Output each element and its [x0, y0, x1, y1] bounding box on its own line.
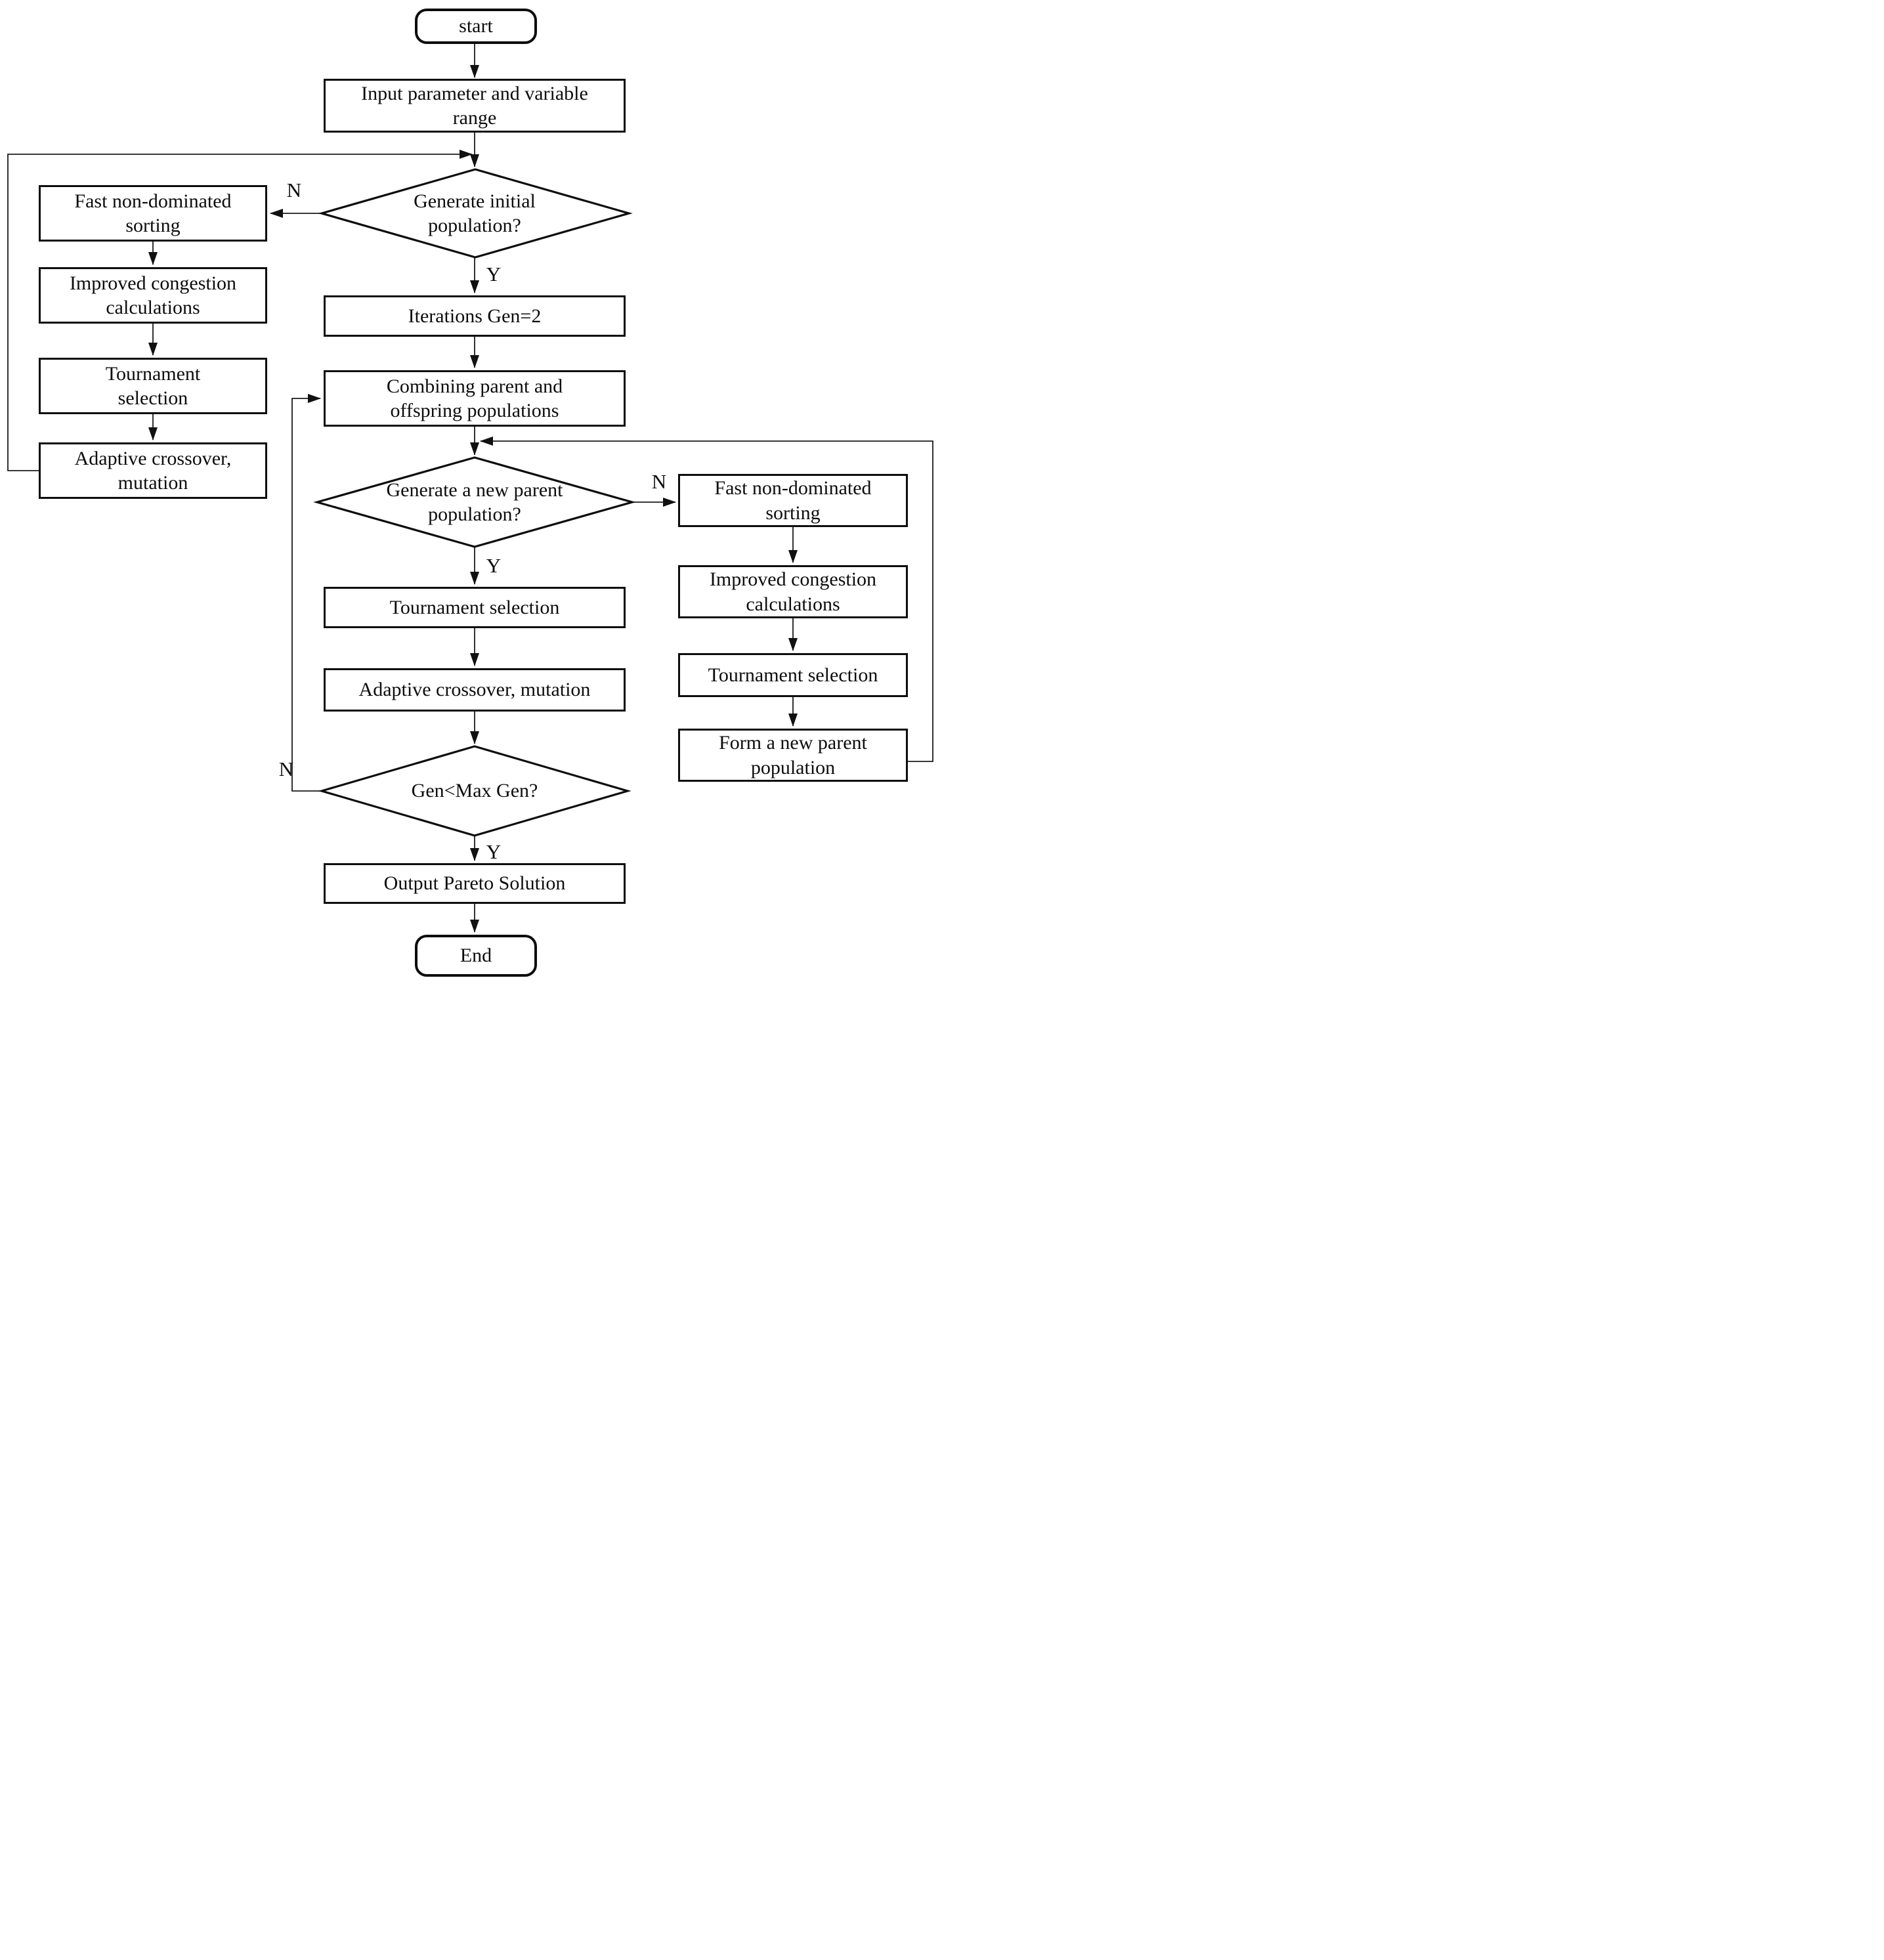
node-combining-populations: Combining parent and offspring populatio… [324, 370, 626, 427]
decision1-no-label: N [286, 179, 302, 202]
node-input-parameters: Input parameter and variable range [324, 79, 626, 133]
node-end-label: End [460, 945, 492, 967]
node-adaptive-crossover-center: Adaptive crossover, mutation [324, 668, 626, 712]
node-fast-sorting-right: Fast non-dominated sorting [678, 474, 908, 527]
edge-feedback-form-parent-to-decision2 [480, 437, 933, 762]
decision2-no-label: N [651, 470, 667, 493]
node-input-label-line2: range [452, 107, 497, 129]
decision2-diamond [313, 456, 636, 548]
node-tournament-right: Tournament selection [678, 653, 908, 697]
node-iterations: Iterations Gen=2 [324, 295, 626, 337]
node-input-label-line1: Input parameter and variable [361, 82, 588, 104]
node-iterations-label: Iterations Gen=2 [408, 305, 542, 327]
node-fast-sorting-left-line2: sorting [125, 215, 181, 236]
decision3-yes-label: Y [486, 840, 502, 863]
node-congestion-left-line2: calculations [106, 297, 200, 318]
node-congestion-left: Improved congestion calculations [39, 267, 267, 324]
decision1-label-line1: Generate initial [414, 190, 536, 212]
node-congestion-right: Improved congestion calculations [678, 565, 908, 618]
decision1-label-line2: population? [428, 215, 521, 236]
node-combining-label-line1: Combining parent and [386, 375, 563, 397]
node-form-new-parent-line2: population [750, 756, 836, 778]
node-congestion-left-line1: Improved congestion [69, 272, 237, 294]
decision1-yes-label: Y [486, 263, 502, 286]
node-tournament-center-label: Tournament selection [389, 596, 560, 618]
node-adaptive-left-line2: mutation [118, 472, 188, 494]
flowchart-wires [7, 44, 933, 933]
decision3-label-line1: Gen<Max Gen? [411, 780, 538, 802]
node-tournament-right-label: Tournament selection [708, 664, 878, 686]
node-output-label: Output Pareto Solution [383, 872, 566, 895]
node-tournament-left-line2: selection [118, 387, 188, 409]
node-fast-sorting-left: Fast non-dominated sorting [39, 185, 267, 242]
edge-feedback-adaptive-left-to-decision1 [7, 150, 473, 471]
node-form-new-parent: Form a new parent population [678, 729, 908, 782]
node-fast-sorting-right-line2: sorting [765, 501, 821, 524]
decision1-label: Generate initial population? [337, 175, 612, 251]
decision2-label: Generate a new parent population? [327, 464, 622, 540]
decision3-label: Gen<Max Gen? [337, 773, 612, 809]
decision3-no-label: N [278, 757, 294, 780]
node-tournament-left: Tournament selection [39, 358, 267, 414]
node-combining-label-line2: offspring populations [390, 400, 559, 421]
flowchart-nodes: start Input parameter and variable range… [0, 0, 942, 980]
node-tournament-left-line1: Tournament [105, 362, 201, 385]
decision2-label-line1: Generate a new parent [386, 479, 563, 501]
node-start: start [415, 9, 537, 44]
decision1-diamond [318, 168, 633, 259]
node-output-pareto: Output Pareto Solution [324, 863, 626, 904]
node-form-new-parent-line1: Form a new parent [719, 732, 867, 754]
node-adaptive-left-line1: Adaptive crossover, [74, 447, 232, 469]
node-start-label: start [459, 15, 493, 37]
edge-decision3-no-to-combining [291, 394, 322, 792]
node-congestion-right-line1: Improved congestion [709, 568, 877, 590]
node-tournament-selection-center: Tournament selection [324, 587, 626, 628]
node-congestion-right-line2: calculations [746, 593, 840, 615]
decision2-label-line2: population? [428, 503, 521, 525]
flowchart-canvas: start Input parameter and variable range… [0, 0, 942, 980]
node-adaptive-left: Adaptive crossover, mutation [39, 442, 267, 499]
decision2-yes-label: Y [486, 554, 502, 577]
node-adaptive-center-label: Adaptive crossover, mutation [358, 679, 591, 701]
node-end: End [415, 935, 537, 977]
decision3-diamond [318, 745, 632, 837]
node-fast-sorting-left-line1: Fast non-dominated [74, 190, 232, 212]
node-fast-sorting-right-line1: Fast non-dominated [714, 477, 872, 499]
